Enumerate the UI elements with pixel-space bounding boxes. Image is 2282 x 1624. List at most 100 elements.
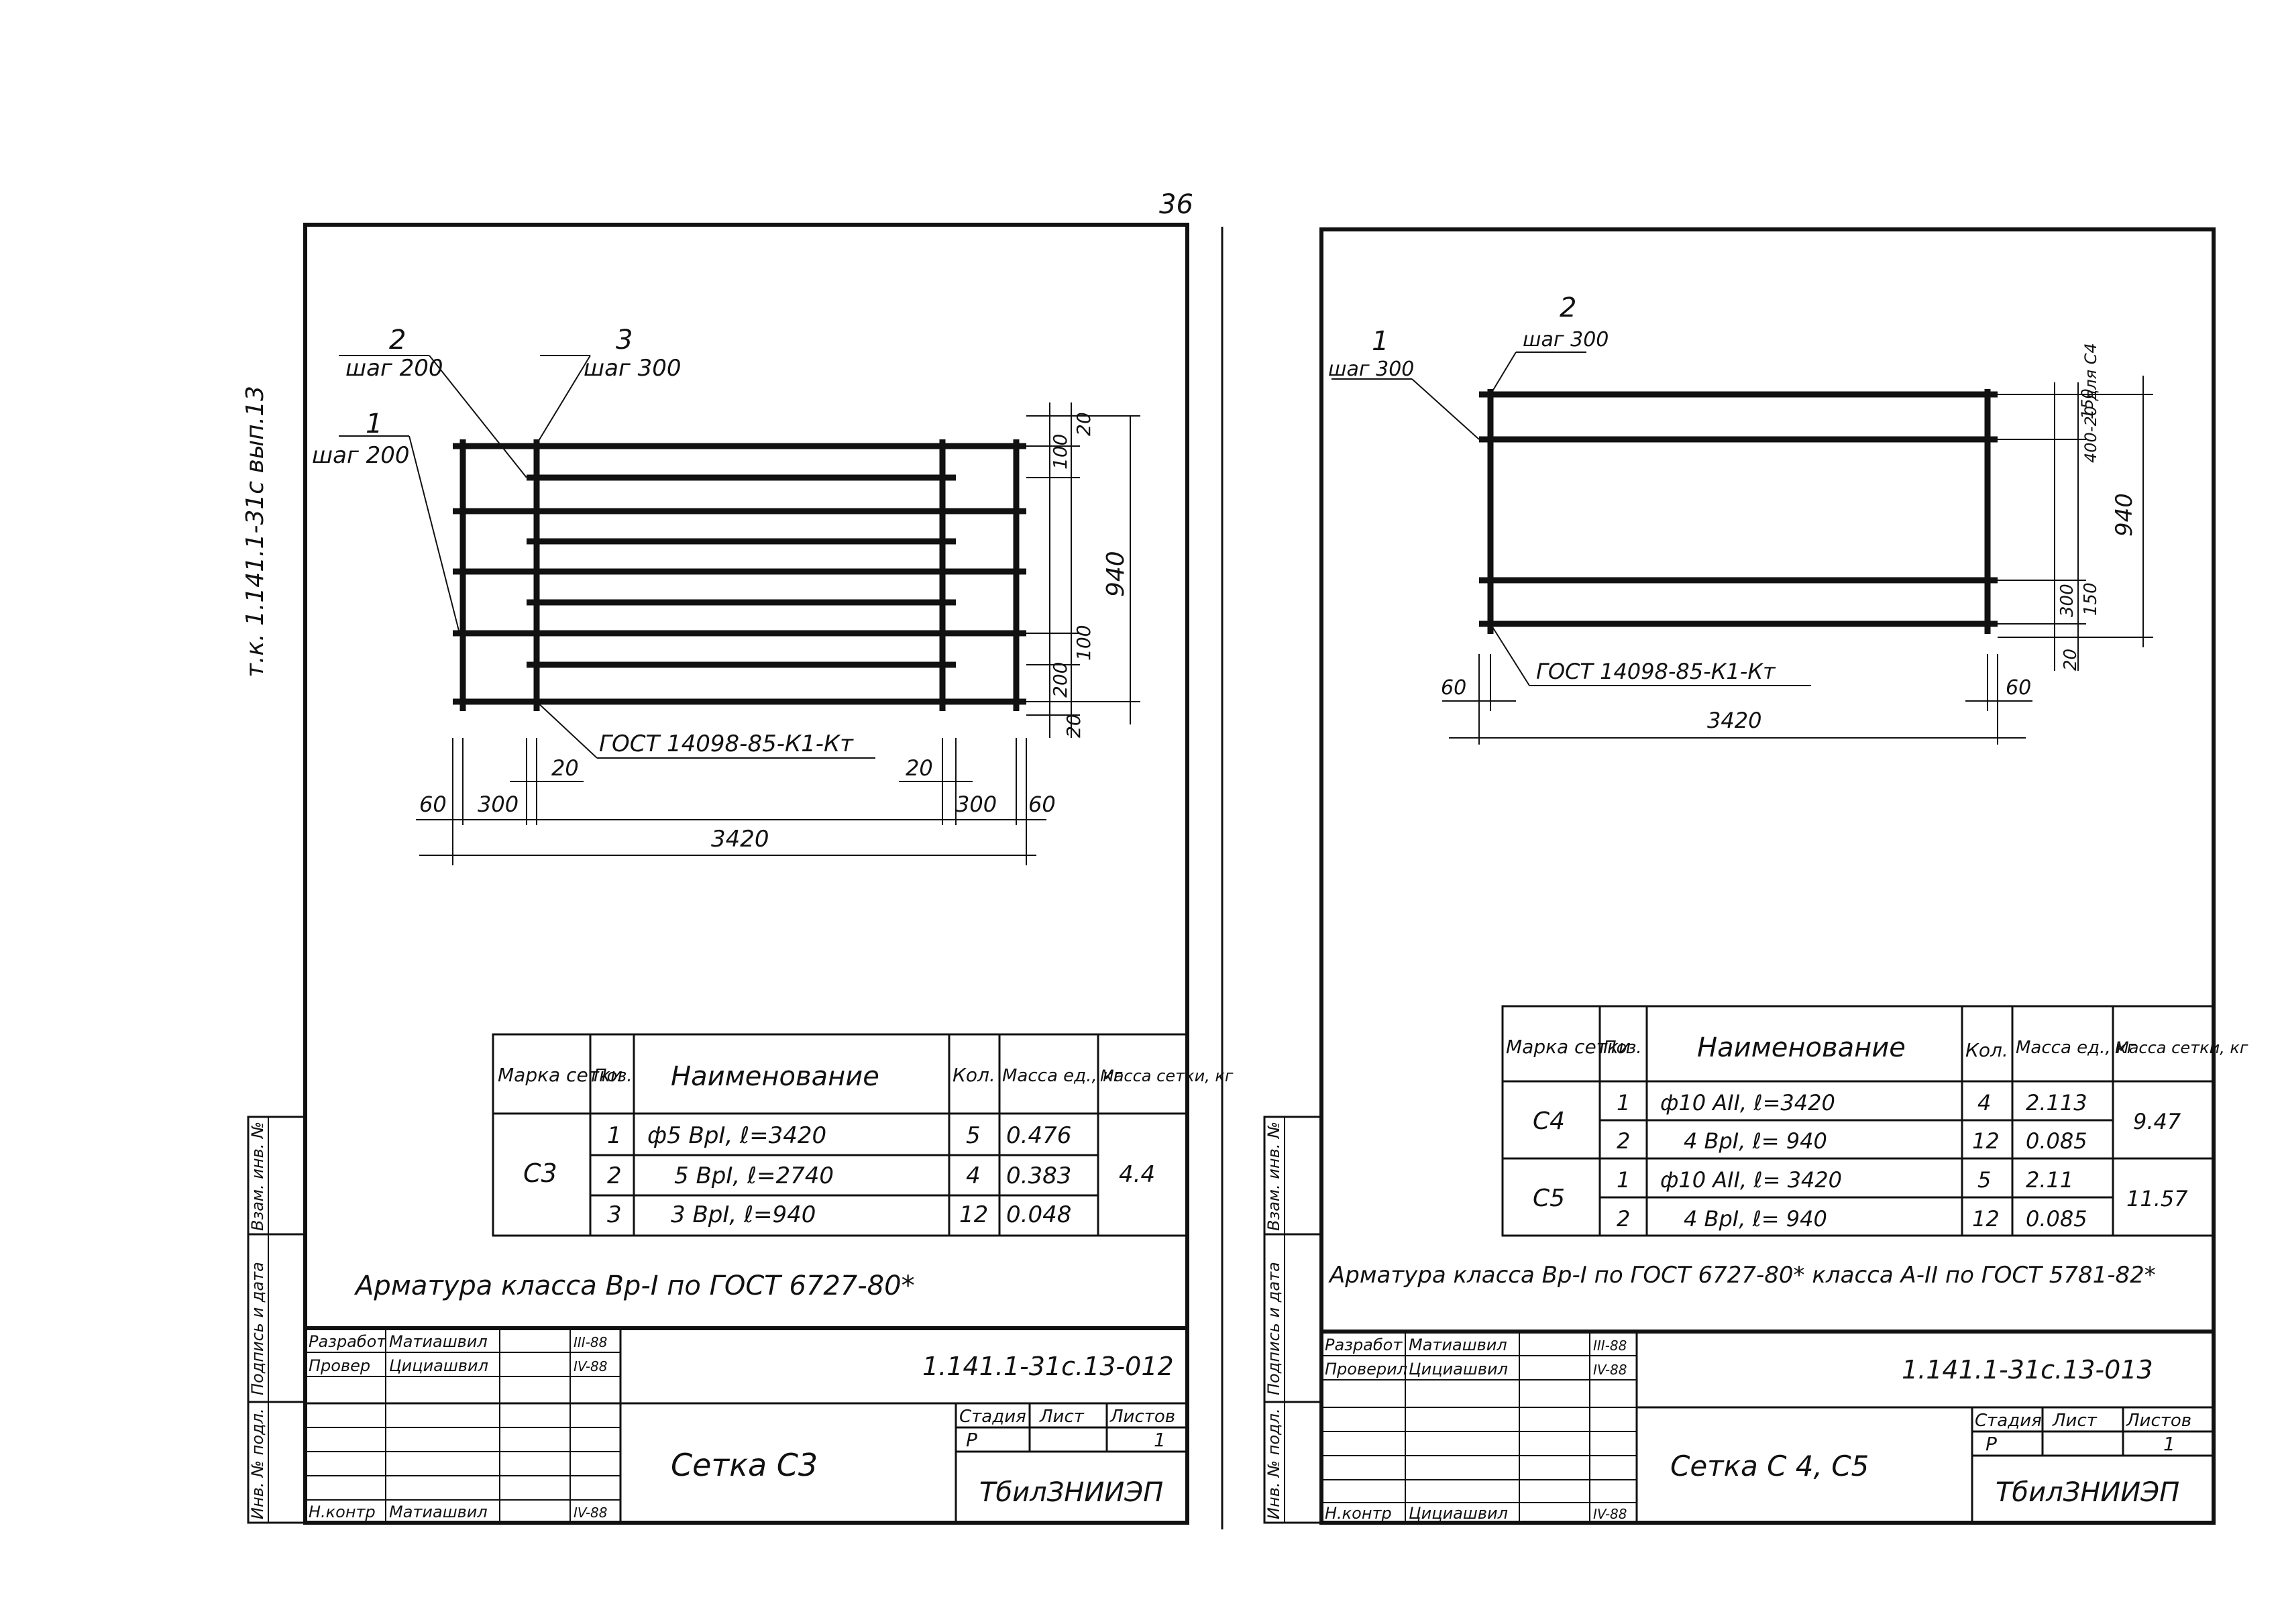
dim-60-left: 60 bbox=[1441, 676, 1466, 700]
title-block-right: Разработ Матиашвил III-88 Проверил Цициа… bbox=[1321, 1330, 2214, 1523]
th-unit-mass: Масса ед., кг bbox=[2016, 1038, 2136, 1058]
tb-role-developer: Разработ bbox=[1325, 1336, 1403, 1354]
dim-60-right: 60 bbox=[1028, 792, 1056, 817]
stamp-replaced-inv: Взам. инв. № bbox=[1264, 1122, 1283, 1231]
tb-date-checker: IV-88 bbox=[574, 1358, 608, 1374]
tb-date-developer: III-88 bbox=[574, 1334, 607, 1350]
cell-mass: 0.085 bbox=[2026, 1128, 2087, 1154]
callout-1-text: шаг 200 bbox=[312, 442, 410, 469]
cell-mark-c5: С5 bbox=[1533, 1185, 1565, 1212]
dim-60-left: 60 bbox=[419, 792, 447, 817]
cell-net-mass: 4.4 bbox=[1119, 1161, 1155, 1188]
cell-net-mass-c4: 9.47 bbox=[2133, 1109, 2181, 1134]
callout-3-number: 3 bbox=[616, 325, 633, 356]
dim-300-right: 300 bbox=[956, 792, 997, 817]
th-pos: Поз. bbox=[1603, 1038, 1642, 1058]
tb-name-developer: Матиашвил bbox=[1409, 1336, 1507, 1354]
right-vertical-dims: 400-20 для С4 150 940 300 150 20 bbox=[1998, 343, 2153, 671]
drawing-title: Сетка С3 bbox=[671, 1447, 818, 1483]
tb-sheet: 1 bbox=[2163, 1433, 2175, 1455]
left-vertical-dims: 20 100 940 100 200 20 bbox=[1026, 402, 1140, 738]
tb-date-normcontrol: IV-88 bbox=[574, 1505, 608, 1521]
organization: ТбилЗНИИЭП bbox=[1996, 1477, 2179, 1508]
cell-pos: 2 bbox=[607, 1162, 622, 1189]
cell-qty: 12 bbox=[1972, 1206, 2000, 1232]
left-sheet: 1 шаг 200 2 шаг 200 3 шаг 300 ГОСТ 14098… bbox=[247, 223, 1234, 1525]
tb-date-developer: III-88 bbox=[1593, 1338, 1627, 1354]
th-mark: Марка сетки bbox=[498, 1064, 622, 1086]
spec-table-c3: Марка сетки Поз. Наименование Кол. Масса… bbox=[492, 1033, 1234, 1237]
dim-940: 940 bbox=[2111, 493, 2138, 537]
tb-name-developer: Матиашвил bbox=[389, 1332, 488, 1351]
gost-label: ГОСТ 14098-85-К1-Кт bbox=[1536, 659, 1776, 684]
gost-label: ГОСТ 14098-85-К1-Кт bbox=[599, 730, 854, 757]
dim-300-left: 300 bbox=[478, 792, 519, 817]
mesh-c4-c5-drawing bbox=[1479, 389, 1998, 634]
cell-name: ф10 АII, ℓ=3420 bbox=[1660, 1090, 1835, 1116]
cell-qty: 12 bbox=[959, 1201, 988, 1228]
th-qty: Кол. bbox=[953, 1064, 995, 1086]
mesh-c3-drawing bbox=[453, 439, 1026, 711]
cell-pos: 2 bbox=[1617, 1206, 1630, 1232]
cell-qty: 4 bbox=[1977, 1090, 1991, 1116]
left-horizontal-dims: 20 20 60 300 300 60 3420 bbox=[416, 738, 1056, 865]
callout-1-number: 1 bbox=[366, 409, 382, 439]
dim-100-top: 100 bbox=[1049, 434, 1071, 470]
drawing-title: Сетка С 4, С5 bbox=[1670, 1450, 1869, 1482]
tb-role-checker: Провер bbox=[309, 1356, 370, 1375]
right-horizontal-dims: 60 60 3420 bbox=[1441, 654, 2032, 745]
th-net-mass: Масса сетки, кг bbox=[1100, 1067, 1234, 1085]
callout-2-number: 2 bbox=[389, 325, 406, 356]
dim-940: 940 bbox=[1102, 551, 1130, 597]
cell-mass: 0.476 bbox=[1006, 1122, 1071, 1149]
callout-2-number: 2 bbox=[1560, 292, 1576, 323]
cell-net-mass-c5: 11.57 bbox=[2126, 1186, 2188, 1211]
cell-name: 3 ВрI, ℓ=940 bbox=[671, 1201, 816, 1228]
cell-pos: 2 bbox=[1617, 1128, 1630, 1154]
tb-sheet-label: Лист bbox=[2052, 1411, 2098, 1431]
th-name: Наименование bbox=[671, 1061, 879, 1092]
spec-table-c4-c5: Марка сетки Поз. Наименование Кол. Масса… bbox=[1501, 1005, 2248, 1237]
cell-mass: 0.085 bbox=[2026, 1206, 2087, 1232]
dim-150: 150 bbox=[2081, 582, 2101, 616]
tb-stage: Р bbox=[966, 1429, 977, 1451]
tb-stage-label: Стадия bbox=[1975, 1411, 2042, 1431]
cell-mass: 0.383 bbox=[1006, 1162, 1071, 1189]
dim-3420: 3420 bbox=[711, 826, 769, 853]
doc-code: 1.141.1-31с.13-013 bbox=[1902, 1355, 2153, 1385]
th-net-mass: Масса сетки, кг bbox=[2115, 1038, 2248, 1057]
reinforcement-note: Арматура класса Вр-I по ГОСТ 6727-80* bbox=[354, 1270, 915, 1301]
tb-date-checker: IV-88 bbox=[1593, 1362, 1627, 1378]
tb-role-checker: Проверил bbox=[1325, 1360, 1407, 1378]
tb-sheet: 1 bbox=[1154, 1429, 1166, 1451]
dim-20-right: 20 bbox=[906, 755, 933, 781]
cell-qty: 4 bbox=[966, 1162, 981, 1189]
stamp-replaced-inv: Взам. инв. № bbox=[248, 1122, 267, 1231]
organization: ТбилЗНИИЭП bbox=[979, 1477, 1163, 1508]
tb-sheets-label: Листов bbox=[2126, 1411, 2191, 1431]
stamp-signature-date: Подпись и дата bbox=[248, 1262, 267, 1395]
cell-mark-c3: С3 bbox=[523, 1158, 557, 1188]
dim-200: 200 bbox=[1049, 662, 1071, 698]
dim-20: 20 bbox=[2061, 649, 2081, 671]
dim-20-left: 20 bbox=[551, 755, 579, 781]
tb-name-checker: Цициашвил bbox=[389, 1356, 488, 1375]
tb-stage: Р bbox=[1986, 1433, 1997, 1455]
cell-pos: 1 bbox=[1617, 1167, 1630, 1193]
tb-sheets-label: Листов bbox=[1109, 1407, 1175, 1427]
tb-sheet-label: Лист bbox=[1039, 1407, 1085, 1427]
cell-name: 4 ВрI, ℓ= 940 bbox=[1684, 1206, 1827, 1232]
cell-name: 5 ВрI, ℓ=2740 bbox=[674, 1162, 834, 1189]
callout-3-text: шаг 300 bbox=[584, 355, 682, 382]
th-mark: Марка сетки bbox=[1506, 1036, 1631, 1058]
dim-3420: 3420 bbox=[1707, 708, 1761, 733]
tb-name-normcontrol: Матиашвил bbox=[389, 1503, 488, 1521]
cell-mass: 2.113 bbox=[2026, 1090, 2087, 1116]
cell-mass: 2.11 bbox=[2026, 1167, 2073, 1193]
cell-name: ф5 ВрI, ℓ=3420 bbox=[647, 1122, 826, 1149]
callout-1-number: 1 bbox=[1372, 326, 1389, 357]
callout-1-text: шаг 300 bbox=[1328, 358, 1414, 381]
callout-2-text: шаг 300 bbox=[1523, 328, 1609, 351]
right-frame bbox=[1319, 227, 2216, 1525]
